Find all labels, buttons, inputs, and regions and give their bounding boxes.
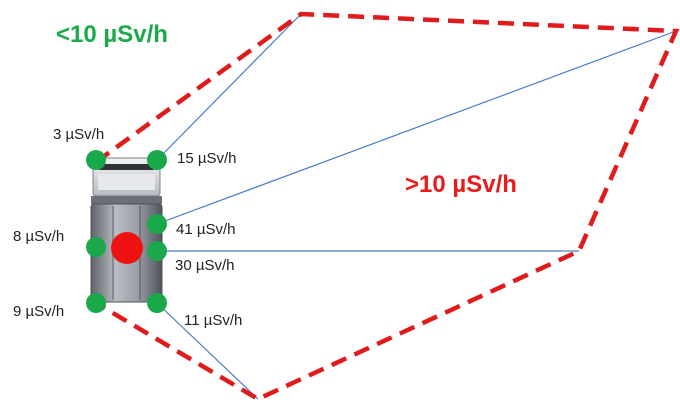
radiation-source-icon xyxy=(111,232,143,264)
projection-line-upper-right xyxy=(156,30,677,225)
dose-label-bottom-right: 11 µSv/h xyxy=(184,312,242,329)
measurement-point-top-right xyxy=(147,150,167,170)
dose-label-top-left: 3 µSv/h xyxy=(53,126,104,143)
measurement-points xyxy=(86,150,167,313)
projection-lines xyxy=(156,13,677,400)
measurement-point-right-middle xyxy=(147,241,167,261)
dose-label-left-middle: 8 µSv/h xyxy=(13,228,64,245)
dose-label-top-right: 15 µSv/h xyxy=(177,150,237,167)
projection-line-bottom xyxy=(156,302,259,400)
measurement-point-left-middle xyxy=(86,237,106,257)
high-dose-zone-label: >10 µSv/h xyxy=(405,171,517,198)
dose-label-right-upper: 41 µSv/h xyxy=(176,221,236,238)
dose-rate-boundary xyxy=(94,11,680,402)
low-dose-zone-label: <10 µSv/h xyxy=(56,21,168,48)
dose-label-bottom-left: 9 µSv/h xyxy=(13,303,64,320)
measurement-point-top-left xyxy=(86,150,106,170)
projection-line-top xyxy=(156,13,302,161)
measurement-point-bottom-right xyxy=(147,293,167,313)
dose-label-right-middle: 30 µSv/h xyxy=(175,257,235,274)
measurement-point-bottom-left xyxy=(86,293,106,313)
measurement-point-right-upper xyxy=(147,214,167,234)
